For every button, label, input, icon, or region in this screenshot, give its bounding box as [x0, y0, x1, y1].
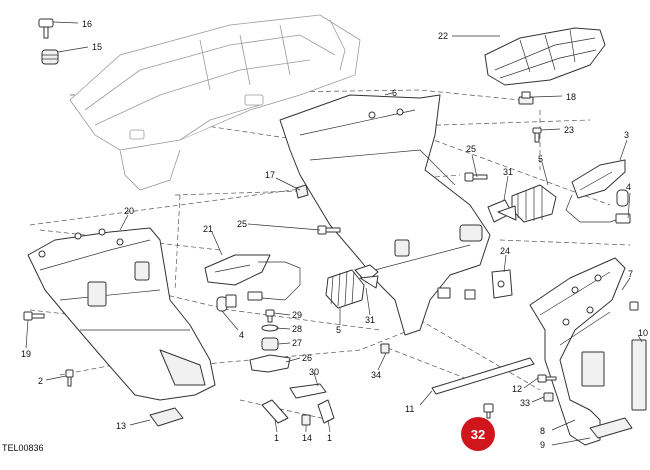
drawing-code: TEL00836: [2, 443, 44, 453]
callout-28: 28: [292, 324, 302, 334]
part-3-turn-signal-right: [565, 159, 626, 223]
part-18-clip: [518, 91, 534, 105]
callout-19: 19: [21, 349, 31, 359]
part-19-screw: [23, 311, 45, 321]
part-10-plate-lamp: [631, 339, 647, 411]
part-8-plate-holder: [529, 257, 626, 446]
leader-lines: [25, 21, 643, 446]
rear-frame-ghost: [69, 14, 361, 191]
callout-2: 2: [38, 376, 43, 386]
callout-9: 9: [540, 440, 545, 450]
part-31-seal-right: [487, 199, 517, 223]
callout-4-left: 4: [239, 330, 244, 340]
callout-20: 20: [124, 206, 134, 216]
part-4-connector: [247, 291, 263, 301]
callout-11: 11: [405, 404, 414, 414]
callout-21: 21: [203, 224, 213, 234]
callout-8: 8: [540, 426, 545, 436]
part-11-bar: [431, 357, 535, 395]
callout-24: 24: [500, 246, 510, 256]
callout-18: 18: [566, 92, 576, 102]
callout-17: 17: [265, 170, 275, 180]
part-27-spacer: [261, 337, 279, 351]
part-23-screw: [532, 127, 542, 143]
callout-5-upper: 5: [538, 154, 543, 164]
part-22-tail-light: [484, 27, 606, 86]
callout-4-right: 4: [626, 182, 631, 192]
part-5-bellows-right: [511, 184, 557, 223]
part-16-screw: [38, 18, 54, 39]
callout-15: 15: [92, 42, 102, 52]
part-12-screw: [537, 374, 557, 383]
part-9-reflector: [589, 417, 633, 439]
callout-25-upper: 25: [466, 144, 476, 154]
part-5-bellows-left: [325, 269, 365, 309]
part-7-screw: [629, 301, 639, 311]
callout-23: 23: [564, 125, 574, 135]
part-33-nut: [543, 392, 554, 402]
part-30-bracket: [289, 383, 327, 399]
part-24-bracket: [491, 269, 513, 299]
part-14-clip: [301, 414, 311, 426]
part-13-clip: [149, 407, 184, 427]
part-32-screw: [483, 403, 494, 419]
callout-29: 29: [292, 310, 302, 320]
callout-27: 27: [292, 338, 302, 348]
part-25-screw-upper: [464, 172, 488, 182]
part-4-bulb-right: [616, 189, 629, 207]
callout-1-left: 1: [274, 433, 279, 443]
callout-30: 30: [309, 367, 319, 377]
part-20-undertray: [27, 227, 216, 401]
callout-16: 16: [82, 19, 92, 29]
callout-7: 7: [628, 269, 633, 279]
callout-31-upper: 31: [503, 167, 513, 177]
callout-33: 33: [520, 398, 530, 408]
callout-22: 22: [438, 31, 448, 41]
callout-13: 13: [116, 421, 126, 431]
part-1-strap-right: [317, 399, 335, 424]
callout-5-lower: 5: [336, 325, 341, 335]
callout-12: 12: [512, 384, 522, 394]
callout-labels: 16 15 22 18 23 6 3 5 25 31 17 25 20 21 2…: [21, 19, 648, 450]
callout-31-lower: 31: [365, 315, 375, 325]
part-21-turn-signal-left: [204, 254, 301, 301]
part-28-washer: [261, 324, 279, 332]
callout-25-middle: 25: [237, 219, 247, 229]
part-29-screw: [265, 309, 275, 323]
callout-26: 26: [302, 353, 312, 363]
part-15-grommet: [41, 49, 59, 65]
callout-1-right: 1: [327, 433, 332, 443]
part-26-bracket: [249, 354, 291, 373]
page-number-badge: 32: [461, 417, 495, 451]
callout-3: 3: [624, 130, 629, 140]
part-31-seal-left: [354, 264, 379, 289]
part-34-nut: [380, 343, 390, 354]
part-4-bulb: [216, 294, 237, 312]
part-2-screw: [65, 369, 74, 387]
page-number: 32: [471, 427, 485, 442]
part-1-strap-left: [261, 399, 289, 424]
callout-6: 6: [392, 88, 397, 98]
callout-10: 10: [638, 328, 648, 338]
callout-34: 34: [371, 370, 381, 380]
part-4-connector-right: [615, 213, 631, 224]
part-6-rear-support: [279, 94, 491, 336]
part-17-clip: [295, 184, 309, 199]
badge-circle: [461, 417, 495, 451]
callout-14: 14: [302, 433, 312, 443]
